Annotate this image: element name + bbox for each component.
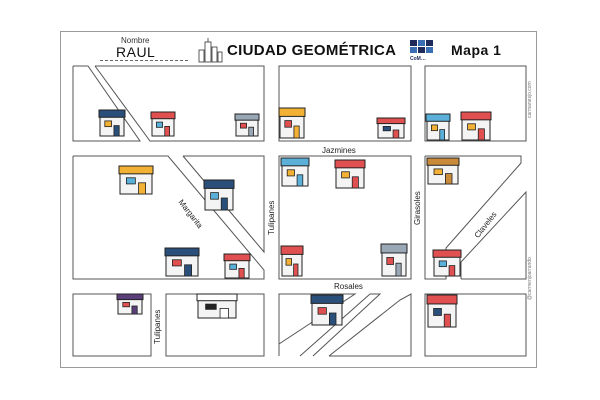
block-5 — [72, 155, 265, 280]
brand-logo-text: CoM… — [410, 56, 426, 62]
street-label-jazmines: Jazmines — [321, 146, 357, 155]
clinic-icon — [380, 243, 408, 277]
map-number: Mapa 1 — [451, 42, 502, 58]
museum-icon — [426, 157, 460, 185]
name-underline — [100, 60, 188, 61]
kiosk-icon — [223, 253, 251, 279]
shop-icon — [425, 113, 451, 141]
block-7 — [278, 155, 412, 280]
brand-logo — [410, 40, 434, 62]
name-label: Nombre — [121, 36, 150, 45]
page-title: CIUDAD GEOMÉTRICA — [227, 42, 397, 59]
cinema-icon — [280, 157, 310, 187]
stadium-icon — [196, 293, 238, 319]
block-15 — [424, 293, 527, 357]
block-8 — [424, 155, 522, 280]
pharmacy-2-icon — [432, 249, 462, 277]
block-1 — [72, 65, 141, 142]
restaurant-icon — [334, 159, 366, 189]
hospital-icon — [234, 113, 260, 137]
shoe-store-icon — [376, 117, 406, 139]
school-icon — [460, 111, 492, 141]
police-station-icon — [310, 294, 344, 326]
block-3 — [278, 65, 412, 142]
block-9 — [460, 190, 527, 280]
cafe-icon — [278, 107, 306, 139]
bakery-icon — [98, 109, 126, 137]
drugstore-icon — [118, 165, 154, 195]
fire-station-icon — [280, 245, 304, 277]
apartments-icon — [116, 293, 144, 315]
carousel-icon — [426, 294, 458, 328]
street-label-rosales: Rosales — [333, 282, 364, 291]
bus-stop-icon — [203, 179, 235, 211]
block-14 — [328, 293, 412, 357]
gas-station-icon — [164, 247, 200, 277]
name-value: RAUL — [116, 44, 156, 60]
block-4 — [424, 65, 527, 142]
block-2 — [94, 65, 265, 142]
pharmacy-icon — [150, 111, 176, 137]
block-10 — [72, 293, 152, 357]
